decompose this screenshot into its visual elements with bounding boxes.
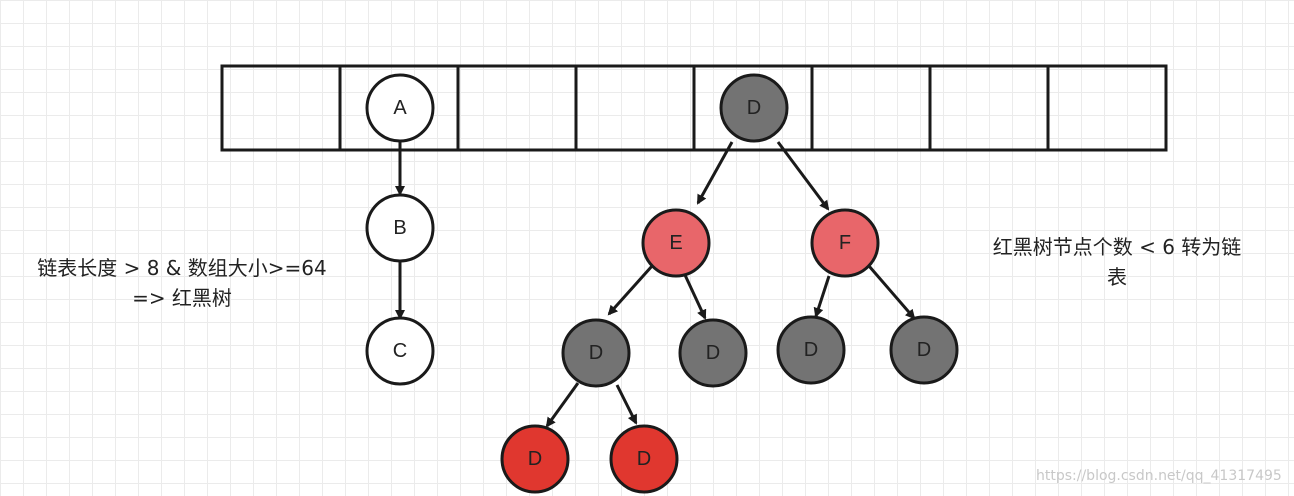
node-label: A [393,97,407,119]
tree-node-edd1: D [500,424,570,494]
edge-root-f [776,141,830,211]
node-label: D [637,448,651,470]
node-label: B [393,217,406,239]
tree-node-edd2: D [609,424,679,494]
linked-list: A B C [365,73,435,386]
node-label: D [917,339,931,361]
tree-node-fd1: D [776,315,846,385]
black-node-circle [678,318,748,388]
red-node-circle [500,424,570,494]
node-circle [365,73,435,143]
red-black-tree: D E F D D D D D [500,73,959,494]
tree-node-root: D [719,73,789,143]
red-node-circle [609,424,679,494]
edge-root-e [696,141,734,205]
black-node-circle [719,73,789,143]
edge-e-ed [607,264,654,316]
red-node-circle [810,208,880,278]
node-label: C [393,340,407,362]
edges [395,141,916,428]
edge-ed-edd1 [545,382,580,428]
bucket-array [220,64,1168,152]
node-label: D [589,342,603,364]
black-node-circle [561,318,631,388]
node-circle [365,316,435,386]
note-line: 红黑树节点个数 < 6 转为链 [992,235,1242,259]
tree-node-e: E [641,208,711,278]
node-label: D [747,97,761,119]
node-label: D [804,339,818,361]
edge-f-fd1 [813,275,831,318]
node-label: D [528,448,542,470]
list-node-a: A [365,73,435,143]
note-line: 表 [1107,265,1127,289]
tree-node-f: F [810,208,880,278]
edge-ed-edd2 [615,384,638,425]
node-label: D [706,342,720,364]
tree-node-ed: D [561,318,631,388]
note-line: 链表长度 > 8 & 数组大小>=64 [37,256,327,280]
list-node-c: C [365,316,435,386]
watermark: https://blog.csdn.net/qq_41317495 [1036,468,1282,484]
note-line: => 红黑树 [132,286,232,310]
untreeify-condition-note: 红黑树节点个数 < 6 转为链 表 [958,232,1276,292]
edge-f-fd2 [867,265,916,320]
red-node-circle [641,208,711,278]
tree-node-ed2: D [678,318,748,388]
black-node-circle [889,315,959,385]
black-node-circle [776,315,846,385]
tree-node-fd2: D [889,315,959,385]
edge-e-ed2 [683,274,707,320]
list-node-b: B [365,193,435,263]
node-circle [365,193,435,263]
treeify-condition-note: 链表长度 > 8 & 数组大小>=64 => 红黑树 [6,253,358,313]
node-label: F [839,232,851,254]
node-label: E [669,232,682,254]
